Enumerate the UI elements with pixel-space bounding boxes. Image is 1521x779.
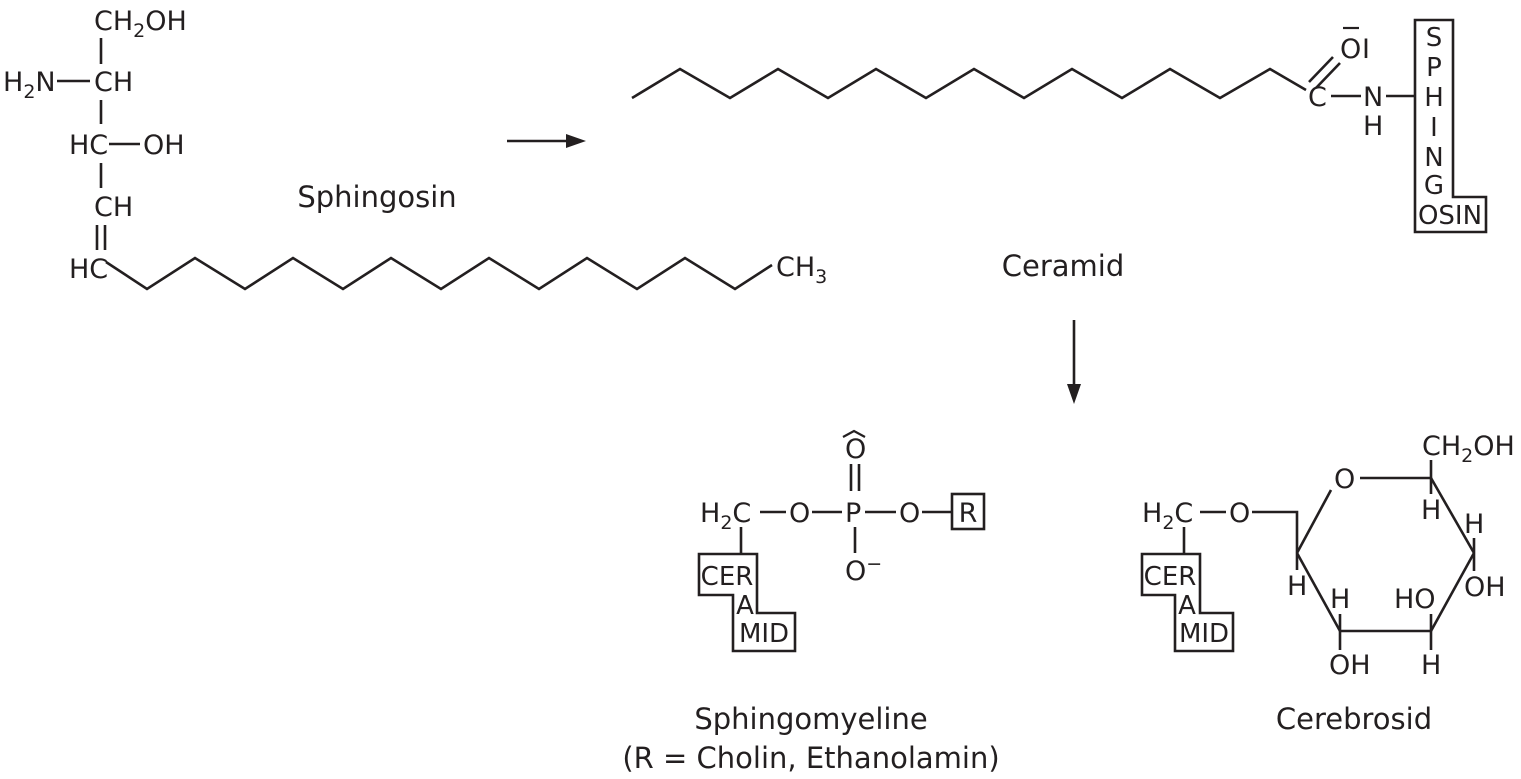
sphingosine-oh-label: OH [143,130,185,161]
ceramide-caption: Ceramid [1002,249,1125,283]
sphingosine-h2n-label: H2N [3,67,56,103]
sphingosine-hc-vinyl-label: HC [69,254,108,285]
arrow-head [566,134,586,148]
cb-o-glycosidic-label: O [1229,498,1250,529]
sphingosin-letter-h: H [1424,83,1444,113]
cb-bond-o-c1 [1252,510,1299,553]
cb-h2c-label: H2C [1142,498,1193,534]
arrow-down-head [1067,384,1081,404]
sphingosine-ch-vinyl-label: CH [94,192,133,223]
sphingomyeline-structure: H2C O P O R O O− CER A MID Sphingomyelin… [622,429,1000,775]
arrow-to-ceramide [507,134,586,148]
sphingosin-letter-n: N [1424,143,1443,173]
sphingosin-letter-g: G [1424,171,1444,201]
cb-h-c2-label: H [1330,584,1350,615]
cb-ceramid-cer: CER [1144,562,1197,592]
sm-ceramid-cer: CER [701,562,754,592]
sphingosin-tail-osin: OSIN [1418,201,1482,231]
sphingosine-alkyl-chain [105,256,773,291]
sm-o-ester1-label: O [789,498,810,529]
cb-h-c4-label: H [1464,509,1484,540]
ceramide-o-lone-pair-bar: I [1362,34,1370,65]
cb-ring-c2-c1 [1295,552,1342,632]
ceramide-structure: O I C N H S P H I N G OSIN Ceramid [631,18,1488,283]
cb-ceramid-mid: MID [1179,619,1229,649]
sm-r-label: R [959,498,978,529]
carbonyl-bond-a [1308,56,1334,83]
sphingosine-ch-amino-label: CH [94,67,133,98]
sphingosine-caption: Sphingosin [297,180,456,214]
cb-ring-c5-c4 [1429,477,1476,554]
arrow-to-products [1067,320,1081,404]
sm-ceramid-box [697,552,797,653]
cb-ring-o-label: O [1334,464,1355,495]
ceramide-nitrogen-label: N [1363,82,1383,113]
cerebroside-structure: H2C O O CH2OH H H OH HO H H OH H CER A M… [1140,431,1515,736]
cb-oh-c4-label: OH [1464,572,1506,603]
ceramide-acyl-chain [631,67,1307,100]
sm-ceramid-a: A [736,591,754,621]
cb-ceramid-a: A [1178,591,1196,621]
sphingomyeline-subcaption: (R = Cholin, Ethanolamin) [622,741,999,775]
sphingosine-hc-hydroxy-label: HC [69,130,108,161]
sphingosin-letter-p: P [1426,53,1442,83]
sphingomyeline-caption: Sphingomyeline [694,702,927,736]
cb-h-c1-label: H [1287,571,1307,602]
carbonyl-bond-b [1315,62,1341,89]
cb-ring-c4-c3 [1429,552,1476,632]
cb-h-c5-label: H [1421,495,1441,526]
sm-ceramid-mid: MID [739,619,789,649]
sm-phosphorus-label: P [845,498,861,529]
sphingosin-letter-i: I [1430,113,1438,143]
sm-o-lone-pair [842,429,866,438]
cb-oh-c2-label: OH [1329,650,1371,681]
ceramide-carbonyl-o-label: O [1340,34,1361,65]
sphingosin-box [1413,18,1488,234]
sm-o-double-label: O [845,434,866,465]
sm-o-minus-label: O− [845,553,882,587]
sm-h2c-label: H2C [700,498,751,534]
cerebroside-caption: Cerebrosid [1276,702,1432,736]
sm-r-box [950,492,986,531]
cb-h-c3-label: H [1421,650,1441,681]
sm-o-ester2-label: O [899,498,920,529]
cb-ring-c1-o [1295,489,1333,554]
sphingosine-ch2oh-label: CH2OH [94,6,187,42]
cb-ceramid-box [1140,552,1235,653]
cb-ho-c3-label: HO [1394,584,1436,615]
ceramide-carbon-label: C [1308,82,1327,113]
sphingosine-structure: CH2OH H2N CH HC OH CH HC CH3 Sphingosin [3,6,827,291]
sphingosine-ch3-label: CH3 [776,252,827,288]
cb-ch2oh-label: CH2OH [1422,431,1515,467]
ceramide-amide-h-label: H [1363,111,1383,142]
sphingosin-letter-s: S [1426,23,1443,53]
